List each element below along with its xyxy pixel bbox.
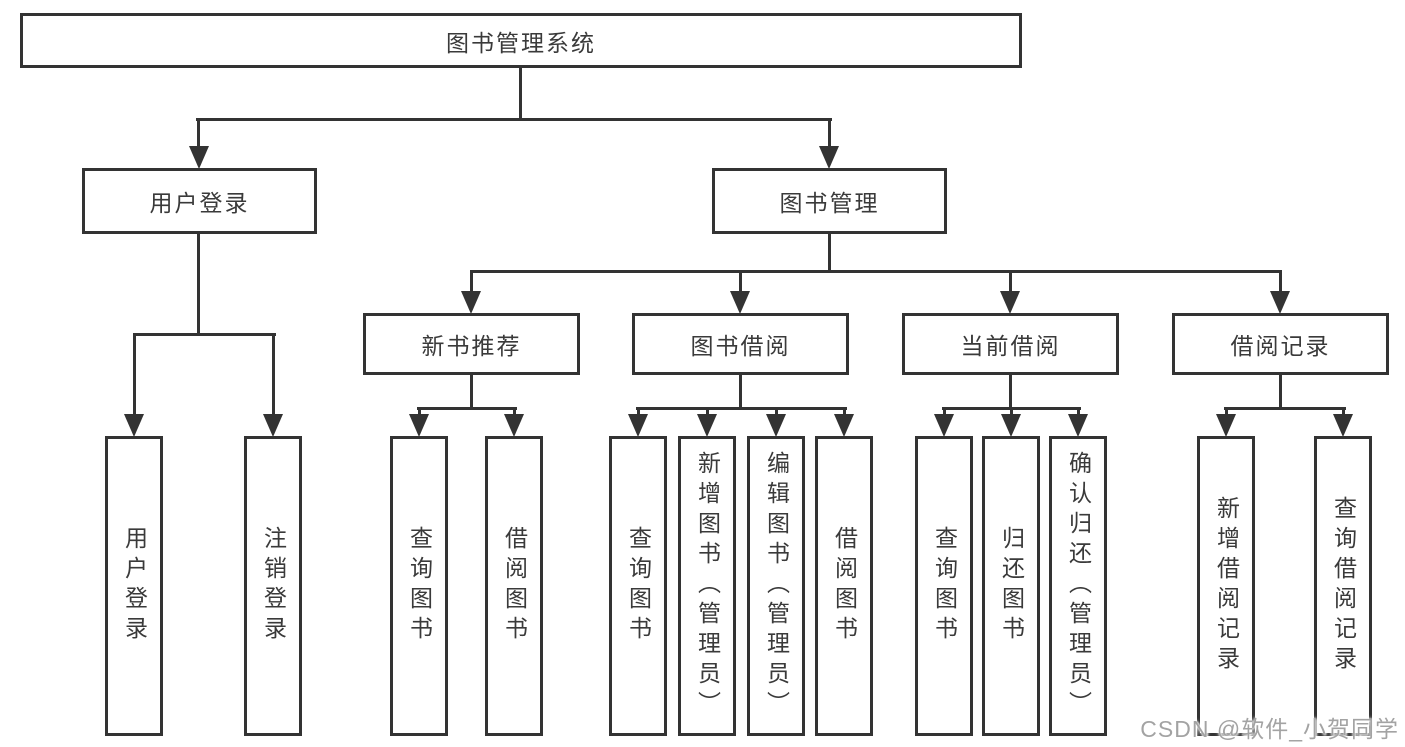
- leaf-query-books-borrowing: 查询图书: [609, 436, 667, 736]
- node-new-book-recommend: 新书推荐: [363, 313, 580, 375]
- leaf-query-books-recommend: 查询图书: [390, 436, 448, 736]
- connector-line: [943, 407, 946, 416]
- leaf-edit-book-admin: 编辑图书（管理员）: [747, 436, 805, 736]
- connector-line: [418, 407, 421, 416]
- connector-line: [637, 407, 640, 416]
- connector-line: [133, 333, 276, 336]
- arrow-down-icon: [189, 146, 209, 169]
- connector-line: [775, 407, 778, 416]
- arrow-down-icon: [697, 414, 717, 437]
- connector-line: [1009, 374, 1012, 410]
- arrow-down-icon: [409, 414, 429, 437]
- connector-line: [513, 407, 516, 416]
- node-label: 编辑图书（管理员）: [763, 451, 790, 721]
- node-current-borrowing: 当前借阅: [902, 313, 1119, 375]
- arrow-down-icon: [766, 414, 786, 437]
- node-label: 借阅图书: [831, 526, 858, 646]
- arrow-down-icon: [819, 146, 839, 169]
- leaf-return-books: 归还图书: [982, 436, 1040, 736]
- node-label: 确认归还（管理员）: [1065, 451, 1092, 721]
- arrow-down-icon: [1068, 414, 1088, 437]
- arrow-down-icon: [1270, 291, 1290, 314]
- connector-line: [1077, 407, 1080, 416]
- node-book-management: 图书管理: [712, 168, 947, 234]
- connector-line: [417, 407, 517, 410]
- node-label: 查询图书: [406, 526, 433, 646]
- connector-line: [470, 270, 1282, 273]
- watermark: CSDN @软件_小贺同学: [1140, 716, 1399, 742]
- node-label: 新书推荐: [421, 333, 522, 359]
- connector-line: [739, 270, 742, 293]
- leaf-borrow-books-recommend: 借阅图书: [485, 436, 543, 736]
- connector-line: [272, 333, 275, 416]
- arrow-down-icon: [1333, 414, 1353, 437]
- leaf-query-books-current: 查询图书: [915, 436, 973, 736]
- node-label: 用户登录: [149, 190, 250, 216]
- node-label: 图书管理: [779, 190, 880, 216]
- connector-line: [739, 374, 742, 410]
- node-label: 新增图书（管理员）: [694, 451, 721, 721]
- arrow-down-icon: [504, 414, 524, 437]
- connector-line: [1342, 407, 1345, 416]
- node-label: 注销登录: [260, 526, 287, 646]
- connector-line: [828, 118, 831, 150]
- node-label: 当前借阅: [960, 333, 1061, 359]
- connector-line: [133, 333, 136, 416]
- node-label: 图书管理系统: [446, 29, 596, 56]
- arrow-down-icon: [834, 414, 854, 437]
- connector-line: [1224, 407, 1346, 410]
- arrow-down-icon: [124, 414, 144, 437]
- connector-line: [636, 407, 847, 410]
- connector-line: [828, 232, 831, 273]
- leaf-borrow-books-borrowing: 借阅图书: [815, 436, 873, 736]
- connector-line: [470, 270, 473, 293]
- node-book-borrowing: 图书借阅: [632, 313, 849, 375]
- node-label: 查询图书: [931, 526, 958, 646]
- connector-line: [197, 118, 200, 150]
- connector-line: [1009, 270, 1012, 293]
- node-label: 查询借阅记录: [1330, 496, 1357, 676]
- leaf-user-login: 用户登录: [105, 436, 163, 736]
- node-label: 用户登录: [121, 526, 148, 646]
- arrow-down-icon: [1000, 291, 1020, 314]
- connector-line: [1279, 270, 1282, 293]
- node-label: 归还图书: [998, 526, 1025, 646]
- leaf-add-book-admin: 新增图书（管理员）: [678, 436, 736, 736]
- node-label: 借阅记录: [1230, 333, 1331, 359]
- node-user-login: 用户登录: [82, 168, 317, 234]
- arrow-down-icon: [263, 414, 283, 437]
- connector-line: [197, 232, 200, 336]
- leaf-query-borrow-record: 查询借阅记录: [1314, 436, 1372, 736]
- node-borrowing-records: 借阅记录: [1172, 313, 1389, 375]
- node-label: 查询图书: [625, 526, 652, 646]
- connector-line: [519, 66, 522, 121]
- connector-line: [843, 407, 846, 416]
- connector-line: [1279, 374, 1282, 410]
- connector-line: [1225, 407, 1228, 416]
- node-label: 新增借阅记录: [1213, 496, 1240, 676]
- connector-line: [706, 407, 709, 416]
- node-label: 借阅图书: [501, 526, 528, 646]
- arrow-down-icon: [461, 291, 481, 314]
- leaf-logout: 注销登录: [244, 436, 302, 736]
- leaf-add-borrow-record: 新增借阅记录: [1197, 436, 1255, 736]
- connector-line: [1010, 407, 1013, 416]
- arrow-down-icon: [730, 291, 750, 314]
- leaf-confirm-return-admin: 确认归还（管理员）: [1049, 436, 1107, 736]
- arrow-down-icon: [934, 414, 954, 437]
- connector-line: [470, 372, 473, 410]
- node-library-system: 图书管理系统: [20, 13, 1022, 68]
- arrow-down-icon: [1216, 414, 1236, 437]
- connector-line: [196, 118, 832, 121]
- arrow-down-icon: [628, 414, 648, 437]
- node-label: 图书借阅: [690, 333, 791, 359]
- arrow-down-icon: [1001, 414, 1021, 437]
